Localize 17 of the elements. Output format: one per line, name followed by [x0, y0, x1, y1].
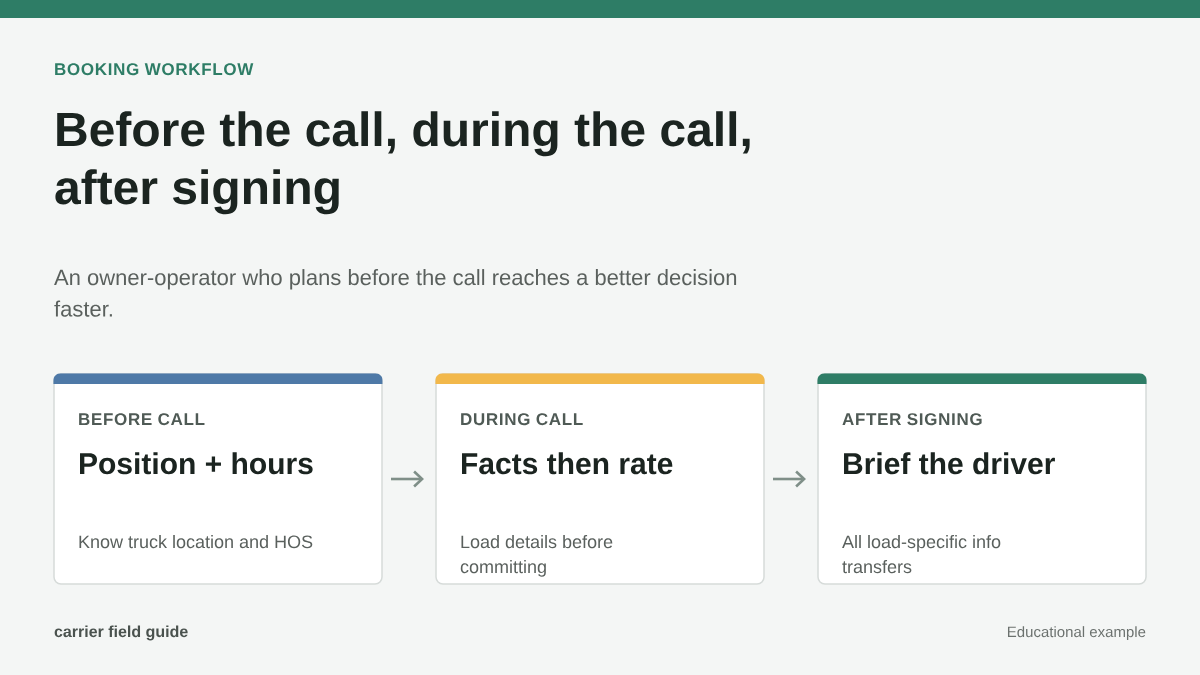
- title: Before the call, during the call, after signing: [55, 111, 750, 215]
- card-description: Know truck location and HOS: [79, 534, 313, 549]
- top-band: [0, 0, 1200, 18]
- card-title: Facts then rate: [462, 452, 673, 475]
- arrow: [773, 470, 806, 488]
- card-description: All load-specific info transfers: [842, 534, 1001, 574]
- card-title: Brief the driver: [844, 452, 1055, 475]
- card-title: Position + hours: [80, 452, 313, 475]
- footer-note: Educational example: [1008, 626, 1146, 641]
- arrow: [391, 470, 424, 488]
- footer-text: carrier field guide: [54, 625, 188, 641]
- eyebrow-label: BOOKING WORKFLOW: [55, 63, 254, 76]
- step-label: AFTER SIGNING: [842, 413, 982, 426]
- subtitle: An owner-operator who plans before the call reaches a better decision faster.: [54, 269, 737, 317]
- step-label: BEFORE CALL: [79, 413, 205, 426]
- card-description: Load details before committing: [460, 534, 613, 577]
- step-label: DURING CALL: [461, 413, 583, 426]
